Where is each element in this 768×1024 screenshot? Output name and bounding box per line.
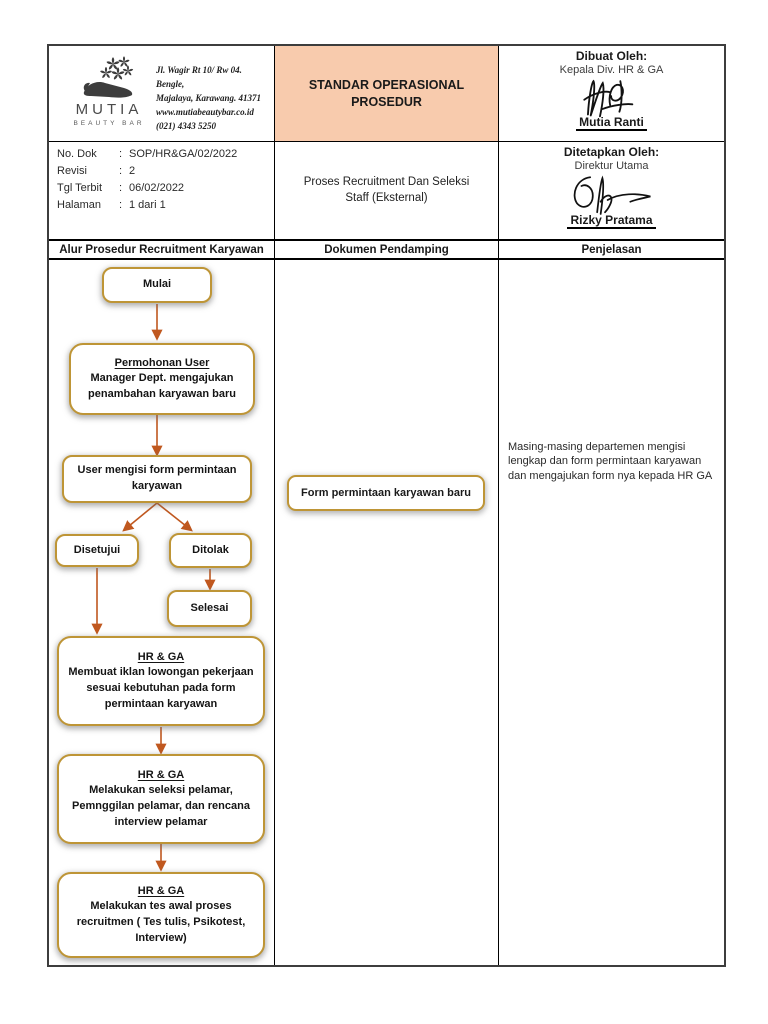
sop-table: MUTIA BEAUTY BAR Jl. Wagir Rt 10/ Rw 04.… <box>47 44 726 967</box>
dibuat-oleh-name: Mutia Ranti <box>576 115 647 131</box>
dibuat-oleh-role: Kepala Div. HR & GA <box>559 64 664 76</box>
form-box-label: Form permintaan karyawan baru <box>301 487 471 499</box>
flow-node-title: HR & GA <box>137 884 185 897</box>
address-line: www.mutiabeautybar.co.id <box>156 106 254 117</box>
flow-node-body: Melakukan seleksi pelamar, Pemnggilan pe… <box>72 784 250 828</box>
doc-info-separator: : <box>119 165 123 178</box>
flow-node-ditolak: Ditolak <box>169 533 252 568</box>
flow-node-hrga-iklan: HR & GA Membuat iklan lowongan pekerjaan… <box>57 636 265 726</box>
doc-info-separator: : <box>119 182 123 195</box>
flow-node-permohonan-user: Permohonan User Manager Dept. mengajukan… <box>69 343 255 415</box>
flow-node-label: Mulai <box>142 278 172 291</box>
signature-mutia-icon <box>582 79 633 118</box>
logo-cell: MUTIA BEAUTY BAR Jl. Wagir Rt 10/ Rw 04.… <box>49 46 275 142</box>
penjelasan-text: Masing-masing departemen mengisi lengkap… <box>508 441 713 482</box>
brand-logo: MUTIA BEAUTY BAR <box>67 54 151 139</box>
flow-node-selesai: Selesai <box>167 590 252 627</box>
flow-node-title: HR & GA <box>137 768 185 781</box>
flow-node-user-form: User mengisi form permintaan karyawan <box>62 455 252 503</box>
brand-name: MUTIA <box>75 101 143 118</box>
flow-node-label: Ditolak <box>192 543 229 556</box>
doc-info-row: No. Dok : SOP/HR&GA/02/2022 <box>57 146 270 163</box>
sop-title: STANDAR OPERASIONAL PROSEDUR <box>308 77 465 109</box>
flow-node-hrga-tes: HR & GA Melakukan tes awal proses recrui… <box>57 872 265 958</box>
ditetapkan-oleh-role: Direktur Utama <box>574 160 649 172</box>
doc-info-value: SOP/HR&GA/02/2022 <box>129 148 238 160</box>
doc-info-separator: : <box>119 148 123 160</box>
doc-info-value: 2 <box>129 165 136 178</box>
doc-info-value: 06/02/2022 <box>129 182 185 195</box>
doc-info-label: Revisi <box>57 165 87 178</box>
ditetapkan-oleh-name: Rizky Pratama <box>567 213 656 229</box>
doc-info-row: Revisi : 2 <box>57 163 270 180</box>
doc-info-row: Halaman : 1 dari 1 <box>57 197 270 214</box>
doc-info-value: 1 dari 1 <box>129 199 166 212</box>
doc-info-label: Halaman <box>57 199 102 212</box>
doc-info-label: Tgl Terbit <box>57 182 103 195</box>
dokumen-pendamping-column: Form permintaan karyawan baru <box>275 260 499 965</box>
address-line: Majalaya, Karawang. 41371 <box>156 92 262 103</box>
brand-tagline: BEAUTY BAR <box>73 120 145 127</box>
form-permintaan-box: Form permintaan karyawan baru <box>287 475 485 511</box>
doc-info-label: No. Dok <box>57 148 97 160</box>
address-line: (021) 4343 5250 <box>156 120 216 131</box>
address-line: Jl. Wagir Rt 10/ Rw 04. Bengle, <box>156 65 242 89</box>
flow-node-label: User mengisi form permintaan karyawan <box>77 464 237 492</box>
approval-ditetapkan-cell: Ditetapkan Oleh: Direktur Utama Rizky Pr… <box>499 142 724 239</box>
dibuat-oleh-label: Dibuat Oleh: <box>575 49 648 63</box>
signature-rizky-icon <box>573 175 651 215</box>
flowchart-column: Mulai Permohonan User Manager Dept. meng… <box>49 260 275 965</box>
company-address: Jl. Wagir Rt 10/ Rw 04. Bengle, Majalaya… <box>156 64 272 139</box>
doc-info-separator: : <box>119 199 123 212</box>
column-header-dokumen: Dokumen Pendamping <box>275 239 499 260</box>
flow-node-title: Permohonan User <box>114 356 210 369</box>
doc-info-row: Tgl Terbit : 06/02/2022 <box>57 180 270 197</box>
flow-node-body: Membuat iklan lowongan pekerjaan sesuai … <box>68 666 254 710</box>
arrow-split-ditolak <box>156 502 193 532</box>
flow-node-body: Manager Dept. mengajukan penambahan kary… <box>88 372 236 400</box>
sop-subject: Proses Recruitment Dan Seleksi Staff (Ek… <box>303 175 470 204</box>
flow-node-hrga-seleksi: HR & GA Melakukan seleksi pelamar, Pemng… <box>57 754 265 844</box>
hand-flowers-logo-icon <box>83 56 134 98</box>
ditetapkan-oleh-label: Ditetapkan Oleh: <box>563 145 660 159</box>
sop-subject-cell: Proses Recruitment Dan Seleksi Staff (Ek… <box>275 142 499 239</box>
approval-dibuat-cell: Dibuat Oleh: Kepala Div. HR & GA Mutia R… <box>499 46 724 142</box>
flow-node-disetujui: Disetujui <box>55 534 139 567</box>
flow-node-label: Selesai <box>190 601 229 614</box>
flow-node-mulai: Mulai <box>102 267 212 303</box>
flow-arrows <box>91 304 216 872</box>
flow-node-body: Melakukan tes awal proses recruitmen ( T… <box>76 900 246 944</box>
column-header-penjelasan: Penjelasan <box>499 239 724 260</box>
column-header-alur: Alur Prosedur Recruitment Karyawan <box>49 239 275 260</box>
flow-node-title: HR & GA <box>137 650 185 663</box>
arrow-split-disetujui <box>122 502 158 532</box>
sop-title-cell: STANDAR OPERASIONAL PROSEDUR <box>275 46 499 142</box>
flow-node-label: Disetujui <box>73 543 121 556</box>
doc-info-cell: No. Dok : SOP/HR&GA/02/2022 Revisi : 2 T… <box>49 142 275 239</box>
penjelasan-column: Masing-masing departemen mengisi lengkap… <box>499 260 724 965</box>
